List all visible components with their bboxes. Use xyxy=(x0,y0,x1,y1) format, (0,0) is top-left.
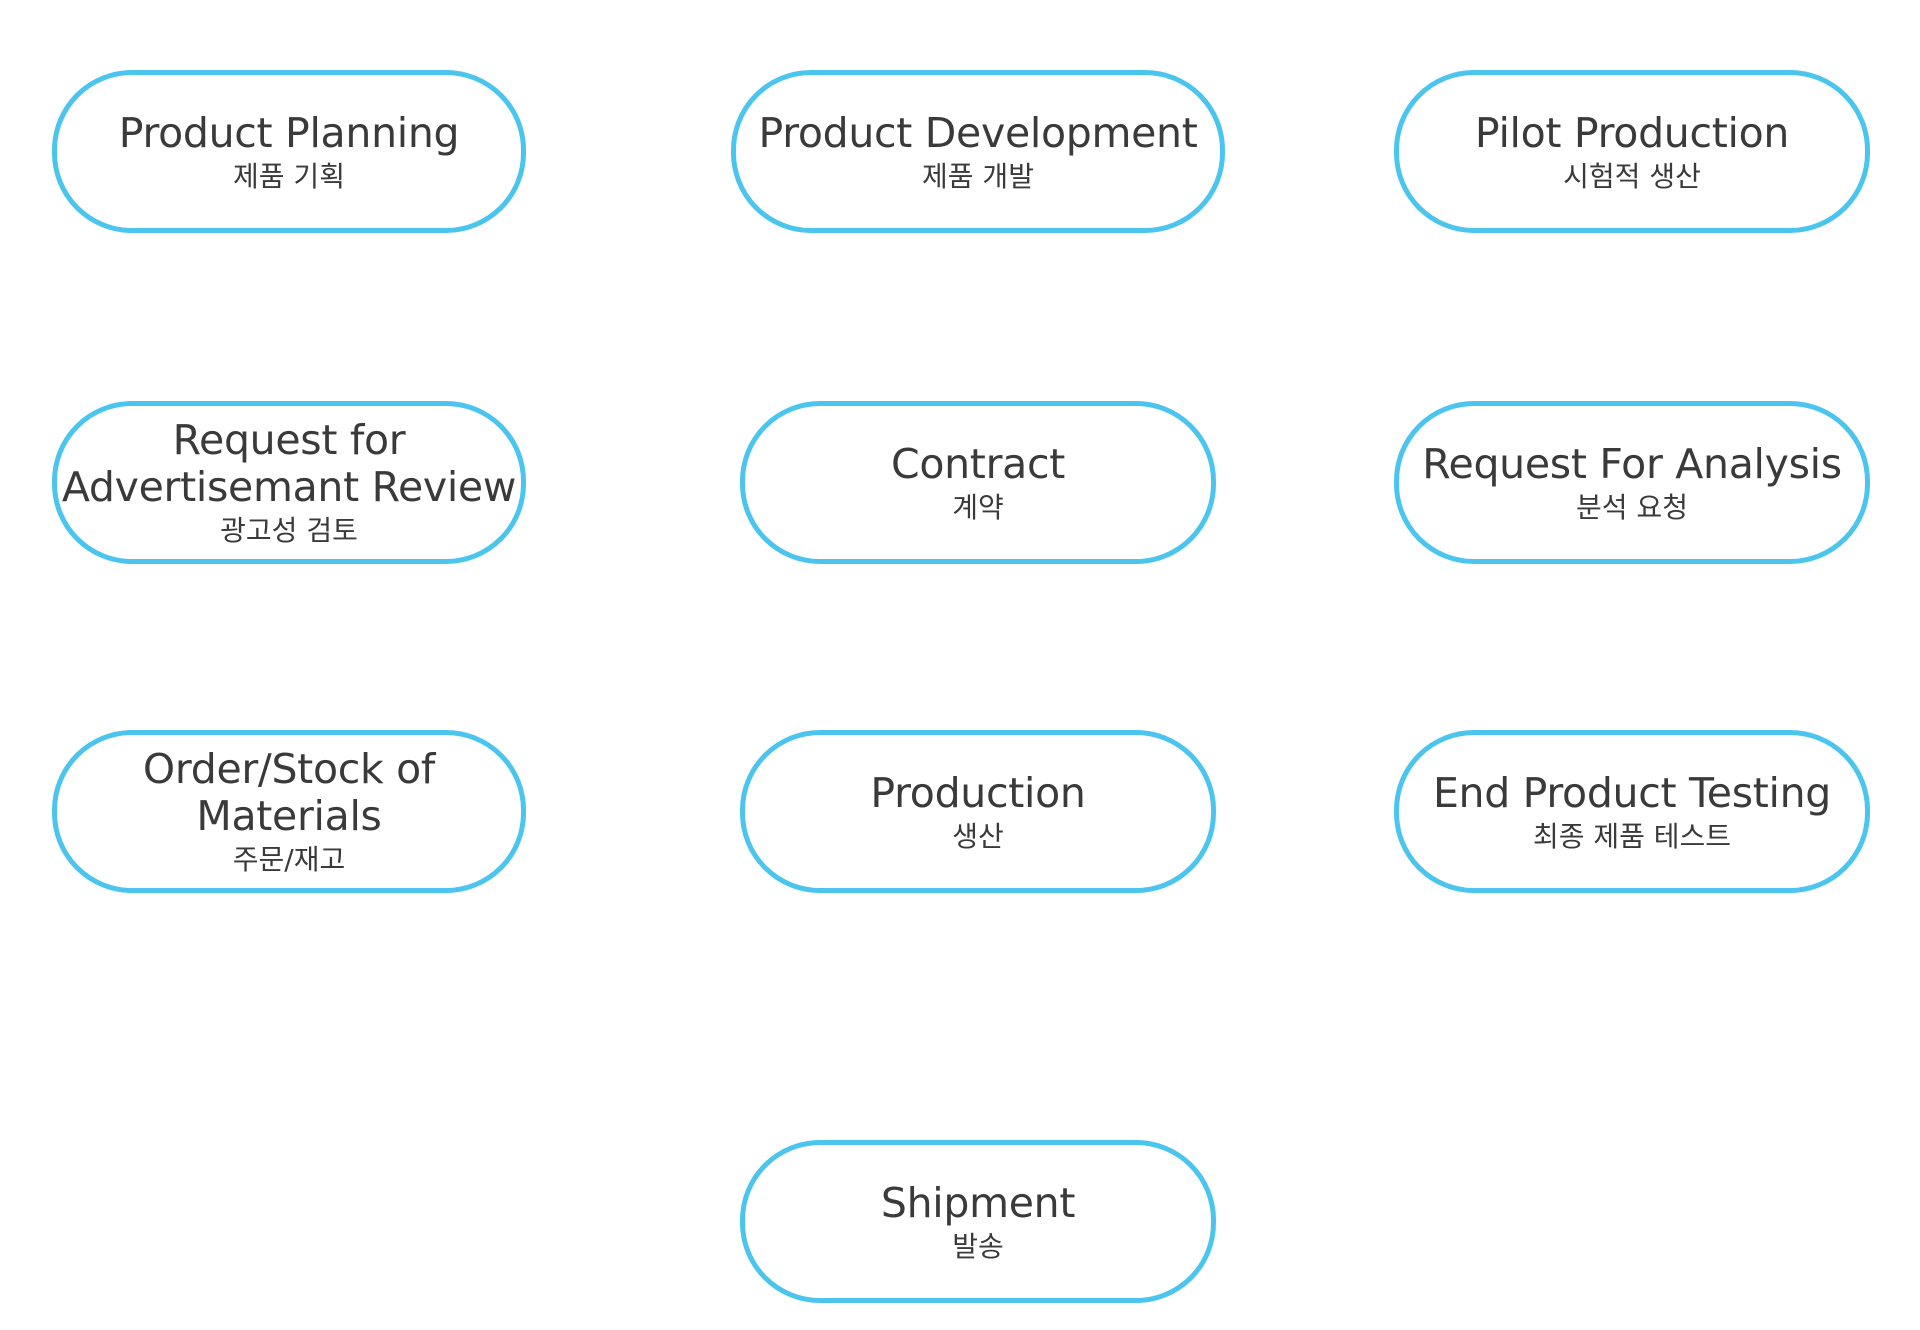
node-label-ko: 생산 xyxy=(952,819,1004,853)
node-label-en-line2: Materials xyxy=(196,791,382,840)
node-product-development: Product Development 제품 개발 xyxy=(731,70,1225,233)
node-label-ko: 시험적 생산 xyxy=(1563,159,1701,193)
node-request-ad-review: Request for Advertisemant Review 광고성 검토 xyxy=(52,401,526,564)
node-label-en: Product Planning xyxy=(118,108,460,157)
node-end-product-testing: End Product Testing 최종 제품 테스트 xyxy=(1394,730,1870,893)
node-label-ko: 주문/재고 xyxy=(232,842,346,876)
node-label-en: Shipment xyxy=(880,1178,1076,1227)
node-shipment: Shipment 발송 xyxy=(740,1140,1216,1303)
node-label-en: Product Development xyxy=(758,108,1198,157)
node-pilot-production: Pilot Production 시험적 생산 xyxy=(1394,70,1870,233)
node-label-ko: 분석 요청 xyxy=(1576,490,1688,524)
node-label-ko: 제품 개발 xyxy=(922,159,1034,193)
node-label-ko: 계약 xyxy=(952,490,1004,524)
node-label-ko: 최종 제품 테스트 xyxy=(1532,819,1732,853)
node-label-en: Request For Analysis xyxy=(1422,439,1842,488)
node-label-en: Production xyxy=(870,768,1086,817)
node-label-en-line1: Order/Stock of xyxy=(142,744,436,793)
node-label-en: End Product Testing xyxy=(1432,768,1832,817)
node-request-for-analysis: Request For Analysis 분석 요청 xyxy=(1394,401,1870,564)
node-label-en-line1: Request for xyxy=(172,415,406,464)
node-label-ko: 발송 xyxy=(952,1229,1004,1263)
node-label-ko: 광고성 검토 xyxy=(220,513,358,547)
node-label-ko: 제품 기획 xyxy=(233,159,345,193)
node-product-planning: Product Planning 제품 기획 xyxy=(52,70,526,233)
node-order-stock-materials: Order/Stock of Materials 주문/재고 xyxy=(52,730,526,893)
node-label-en: Contract xyxy=(891,439,1065,488)
node-production: Production 생산 xyxy=(740,730,1216,893)
node-label-en-line2: Advertisemant Review xyxy=(61,462,517,511)
node-contract: Contract 계약 xyxy=(740,401,1216,564)
node-label-en: Pilot Production xyxy=(1474,108,1790,157)
